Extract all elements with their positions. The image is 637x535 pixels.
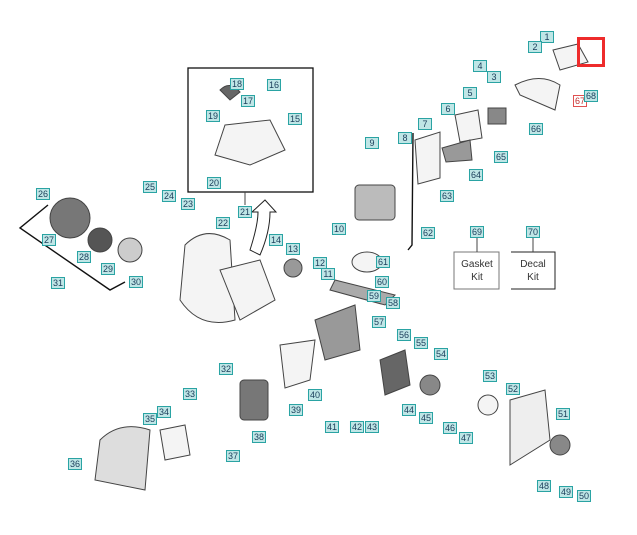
callout-33[interactable]: 33 [182, 388, 198, 400]
callout-11[interactable]: 11 [321, 268, 335, 280]
callout-7[interactable]: 7 [418, 118, 432, 130]
assembly-bracket-line [18, 204, 126, 291]
callout-50[interactable]: 50 [576, 490, 592, 502]
callout-35[interactable]: 35 [142, 413, 158, 425]
callout-10[interactable]: 10 [331, 223, 347, 235]
callout-20[interactable]: 20 [206, 177, 222, 189]
callout-18[interactable]: 18 [229, 78, 245, 90]
callout-40[interactable]: 40 [307, 389, 323, 401]
callout-42[interactable]: 42 [349, 421, 365, 433]
callout-38[interactable]: 38 [251, 431, 267, 443]
callout-36[interactable]: 36 [67, 458, 83, 470]
callout-3[interactable]: 3 [487, 71, 501, 83]
callout-48[interactable]: 48 [536, 480, 552, 492]
callout-60[interactable]: 60 [374, 276, 390, 288]
callout-58[interactable]: 58 [385, 297, 401, 309]
decal-kit-label: Decal Kit [520, 259, 546, 283]
callout-9[interactable]: 9 [365, 137, 379, 149]
callout-22[interactable]: 22 [215, 217, 231, 229]
callout-41[interactable]: 41 [324, 421, 340, 433]
callout-68[interactable]: 68 [583, 90, 599, 102]
callout-26[interactable]: 26 [35, 188, 51, 200]
callout-29[interactable]: 29 [100, 263, 116, 275]
callout-4[interactable]: 4 [473, 60, 487, 72]
callout-8[interactable]: 8 [398, 132, 412, 144]
callout-6[interactable]: 6 [441, 103, 455, 115]
callout-12[interactable]: 12 [312, 257, 328, 269]
callout-24[interactable]: 24 [161, 190, 177, 202]
callout-51[interactable]: 51 [555, 408, 571, 420]
callout-15[interactable]: 15 [287, 113, 303, 125]
callout-44[interactable]: 44 [401, 404, 417, 416]
callout-70[interactable]: 70 [525, 226, 541, 238]
callout-25[interactable]: 25 [142, 181, 158, 193]
callout-27[interactable]: 27 [41, 234, 57, 246]
callout-37[interactable]: 37 [225, 450, 241, 462]
callout-62[interactable]: 62 [420, 227, 436, 239]
callout-31[interactable]: 31 [50, 277, 66, 289]
callout-21[interactable]: 21 [237, 206, 253, 218]
callout-17[interactable]: 17 [240, 95, 256, 107]
callout-46[interactable]: 46 [442, 422, 458, 434]
callout-5[interactable]: 5 [463, 87, 477, 99]
highlight-box [577, 37, 605, 67]
callout-66[interactable]: 66 [528, 123, 544, 135]
parts [49, 43, 589, 491]
callout-19[interactable]: 19 [205, 110, 221, 122]
callout-55[interactable]: 55 [413, 337, 429, 349]
callout-54[interactable]: 54 [433, 348, 449, 360]
callout-65[interactable]: 65 [493, 151, 509, 163]
cylinder-bracket-line [407, 132, 414, 251]
callout-59[interactable]: 59 [366, 290, 382, 302]
callout-45[interactable]: 45 [418, 412, 434, 424]
callout-56[interactable]: 56 [396, 329, 412, 341]
callout-64[interactable]: 64 [468, 169, 484, 181]
callout-14[interactable]: 14 [268, 234, 284, 246]
callout-28[interactable]: 28 [76, 251, 92, 263]
fuel-tank-inset-box [187, 67, 314, 193]
callout-13[interactable]: 13 [285, 243, 301, 255]
callout-61[interactable]: 61 [375, 256, 391, 268]
callout-16[interactable]: 16 [266, 79, 282, 91]
callout-52[interactable]: 52 [505, 383, 521, 395]
callout-49[interactable]: 49 [558, 486, 574, 498]
callout-2[interactable]: 2 [528, 41, 542, 53]
callout-43[interactable]: 43 [364, 421, 380, 433]
callout-39[interactable]: 39 [288, 404, 304, 416]
callout-53[interactable]: 53 [482, 370, 498, 382]
callout-63[interactable]: 63 [439, 190, 455, 202]
callout-23[interactable]: 23 [180, 198, 196, 210]
callout-34[interactable]: 34 [156, 406, 172, 418]
callout-57[interactable]: 57 [371, 316, 387, 328]
callout-69[interactable]: 69 [469, 226, 485, 238]
callout-30[interactable]: 30 [128, 276, 144, 288]
callout-32[interactable]: 32 [218, 363, 234, 375]
gasket-kit-label: Gasket Kit [461, 259, 493, 283]
callout-1[interactable]: 1 [540, 31, 554, 43]
arrow-icon [249, 199, 278, 256]
callout-47[interactable]: 47 [458, 432, 474, 444]
